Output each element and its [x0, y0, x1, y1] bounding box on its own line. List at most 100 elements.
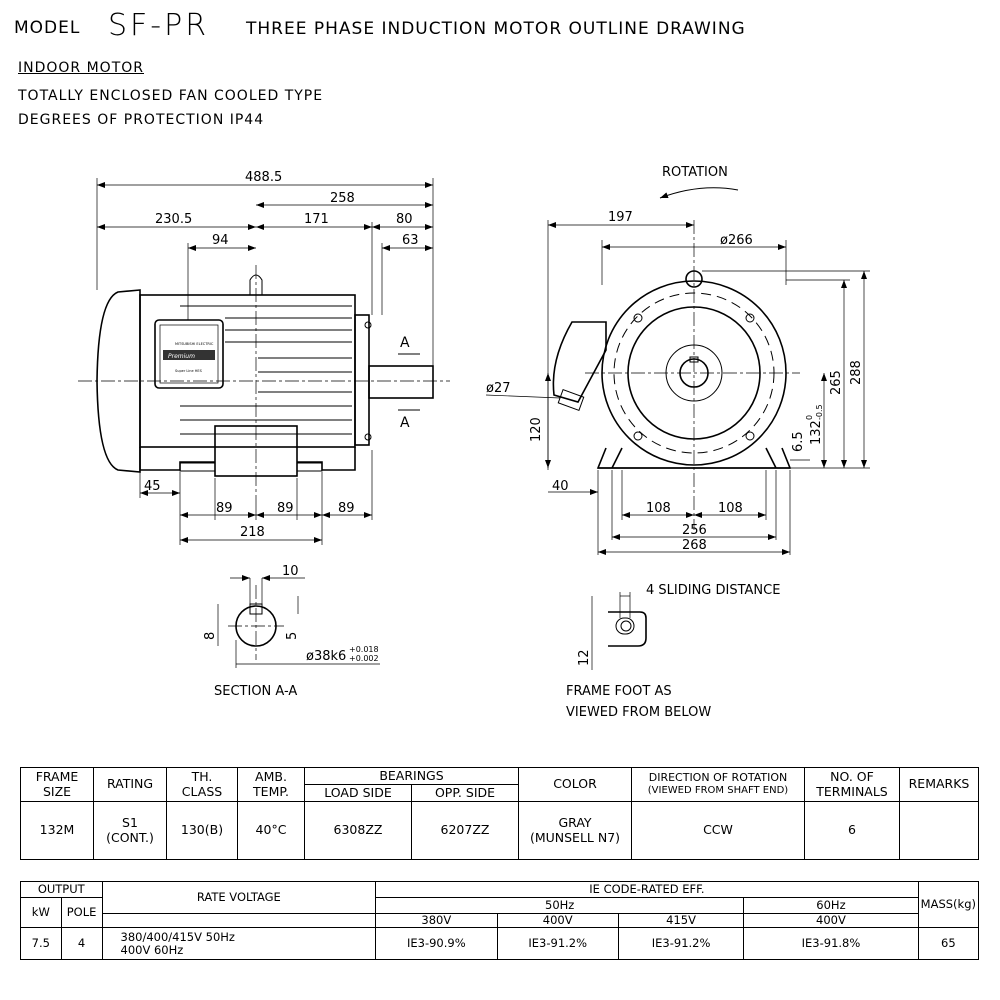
dim-40: 40	[552, 479, 569, 494]
dim-94: 94	[212, 233, 229, 248]
frame-foot: 4 SLIDING DISTANCE 12 FRAME FOOT AS VIEW…	[566, 583, 780, 720]
dim-120: 120	[529, 417, 544, 442]
flange-bolt	[364, 321, 372, 329]
th-415v: 415V	[617, 912, 745, 929]
cell-rating-2: (CONT.)	[106, 829, 154, 845]
shaft	[368, 365, 434, 399]
cell-load-side: 6308ZZ	[304, 801, 412, 860]
th-amb-temp: AMB.TEMP.	[237, 767, 305, 802]
dim-10: 10	[282, 564, 299, 579]
th-pole: POLE	[60, 896, 103, 929]
th-th-class: TH.CLASS	[166, 767, 238, 802]
dim-shaft-tol-lower: +0.002	[349, 654, 379, 663]
th-terminals-1: NO. OF	[830, 769, 874, 785]
th-th-class-2: CLASS	[181, 783, 223, 799]
dim-80: 80	[396, 212, 413, 227]
cell-pole: 4	[60, 927, 103, 961]
dim-197: 197	[608, 210, 633, 225]
outline-drawing: MITSUBISHI ELECTRIC Premium Super Line H…	[78, 165, 870, 720]
bolt	[745, 313, 755, 323]
dim-89c: 89	[338, 501, 355, 516]
eye-bolt	[249, 274, 263, 295]
th-frame-size-2: SIZE	[42, 783, 72, 799]
cell-amb-temp: 40°C	[237, 801, 305, 860]
dim-45: 45	[144, 479, 161, 494]
dim-288: 288	[849, 360, 864, 385]
th-rate-voltage: RATE VOLTAGE	[101, 881, 377, 914]
shaft-key	[689, 356, 699, 363]
th-direction-2: (VIEWED FROM SHAFT END)	[647, 785, 789, 797]
dim-dia266: ø266	[720, 233, 753, 248]
th-terminals-2: TERMINALS	[816, 783, 888, 799]
dim-218: 218	[240, 525, 265, 540]
cell-eff-380: IE3-90.9%	[375, 927, 498, 961]
dim-230: 230.5	[155, 212, 192, 227]
th-direction: DIRECTION OF ROTATION(VIEWED FROM SHAFT …	[631, 767, 805, 802]
section-mark-top: A	[400, 335, 410, 351]
cell-th-class: 130(B)	[166, 801, 238, 860]
dim-89b: 89	[277, 501, 294, 516]
th-400v-50: 400V	[496, 912, 619, 929]
end-view: ROTATION 197 ø266 ø27 120	[485, 165, 870, 555]
fan-cover	[96, 289, 141, 473]
shaft-end	[679, 358, 709, 388]
th-rating: RATING	[93, 767, 167, 802]
foot-slot	[296, 462, 323, 472]
frame-outline	[601, 280, 787, 466]
cell-mass: 65	[917, 927, 980, 961]
cell-rating: S1(CONT.)	[93, 801, 167, 860]
cell-frame-size: 132M	[20, 801, 94, 860]
cell-opp-side: 6207ZZ	[411, 801, 519, 860]
cell-direction: CCW	[631, 801, 805, 860]
th-direction-1: DIRECTION OF ROTATION	[648, 771, 788, 785]
th-50hz: 50Hz	[375, 897, 745, 914]
th-60hz: 60Hz	[743, 897, 919, 914]
cell-eff-400: IE3-91.2%	[496, 927, 619, 961]
model-label: MODEL	[14, 18, 81, 38]
th-kw: kW	[20, 896, 62, 929]
th-output: OUTPUT	[20, 881, 103, 898]
th-th-class-1: TH.	[191, 769, 213, 785]
cable-gland	[557, 389, 585, 411]
th-ie-code: IE CODE-RATED EFF.	[375, 881, 919, 898]
frame-foot-caption-1: FRAME FOOT AS	[566, 684, 672, 699]
dim-132-tol-lower: -0.5	[815, 404, 824, 420]
dim-268: 268	[682, 538, 707, 553]
th-380v: 380V	[375, 912, 498, 929]
nameplate	[154, 319, 224, 389]
dim-dia27: ø27	[486, 381, 511, 396]
bracket-outline	[627, 306, 761, 440]
dim-265: 265	[829, 370, 844, 395]
cell-voltage-1: 380/400/415V 50Hz	[120, 929, 235, 944]
subtitle-type: TOTALLY ENCLOSED FAN COOLED TYPE	[18, 88, 324, 104]
bolt	[633, 431, 643, 441]
foot-slot	[615, 617, 635, 635]
dim-63: 63	[402, 233, 419, 248]
dim-171: 171	[304, 212, 329, 227]
th-rate-voltage-sub	[101, 913, 377, 929]
th-amb-temp-2: TEMP.	[253, 783, 289, 799]
dim-shaft: ø38k6	[306, 649, 346, 664]
model-name: SF-PR	[108, 8, 210, 43]
section-aa: 10 8 5 ø38k6 +0.018 +0.002 SECTION A-A	[203, 564, 380, 699]
bracket-flange	[354, 314, 370, 446]
th-amb-temp-1: AMB.	[255, 769, 287, 785]
rotation-label: ROTATION	[662, 165, 728, 180]
foot-right	[297, 447, 356, 471]
eye-bolt-end	[685, 270, 703, 288]
dim-8: 8	[203, 632, 218, 640]
output-table: OUTPUT RATE VOLTAGE IE CODE-RATED EFF. M…	[20, 880, 980, 961]
foot-left	[139, 447, 215, 471]
foot-slot	[179, 462, 216, 472]
cell-remarks	[899, 801, 979, 860]
th-remarks: REMARKS	[899, 767, 979, 802]
leader	[485, 394, 561, 399]
dim-108b: 108	[718, 501, 743, 516]
cell-rating-1: S1	[122, 815, 138, 831]
cell-color-2: (MUNSELL N7)	[529, 829, 621, 845]
nameplate-brand: MITSUBISHI ELECTRIC	[175, 342, 214, 346]
dim-132: 132	[809, 420, 824, 445]
rotation-arrow	[659, 187, 739, 199]
